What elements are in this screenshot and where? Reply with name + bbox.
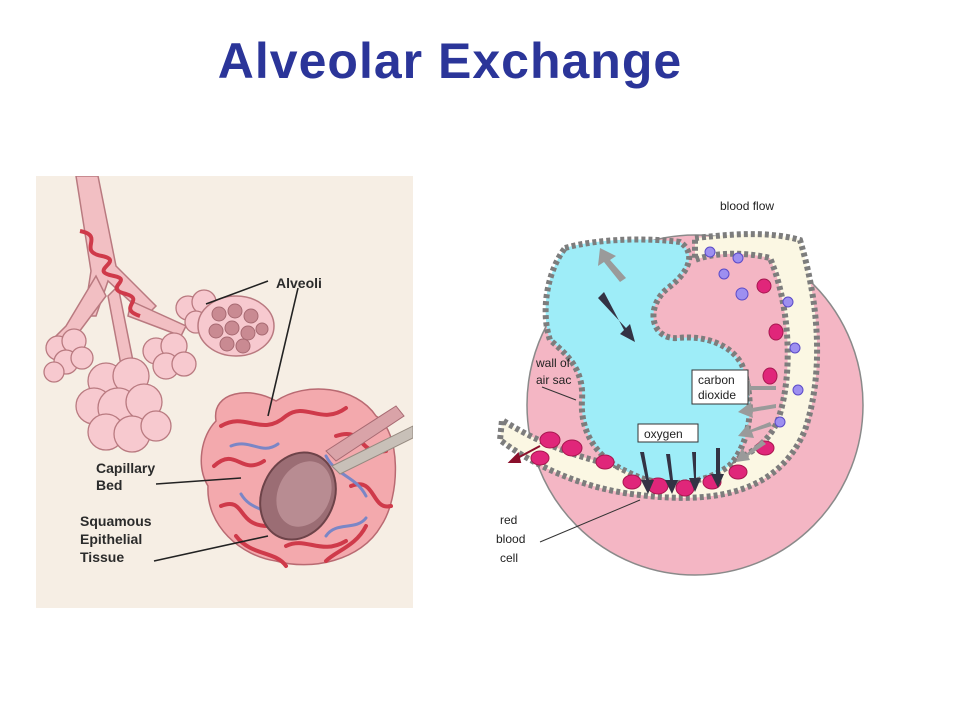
label-squamous-line2: Epithelial <box>80 531 142 547</box>
oxygen-arrows <box>598 292 724 494</box>
label-rbc-line2: blood <box>496 532 525 546</box>
enlarged-alveolus <box>200 388 413 568</box>
label-rbc-line1: red <box>500 513 517 527</box>
carbon-dioxide-box <box>691 369 749 405</box>
label-carbon-line1: carbon <box>698 373 735 387</box>
white-blood-cells <box>704 246 804 428</box>
left-leader-lines <box>153 280 299 562</box>
label-squamous-line1: Squamous <box>80 513 152 529</box>
red-blood-cells <box>530 278 784 497</box>
label-squamous-line3: Tissue <box>80 549 124 565</box>
label-oxygen: oxygen <box>644 427 683 441</box>
label-rbc-line3: cell <box>500 551 518 565</box>
alveoli-cluster-mid <box>142 332 197 380</box>
gas-exchange-diagram: blood flow wall of air sac carbon dioxid… <box>496 199 864 576</box>
alveoli-anatomy-illustration: Alveoli Capillary Bed Squamous Epithelia… <box>36 176 413 608</box>
alveoli-cluster-left <box>43 328 94 383</box>
outflow-arrow <box>507 445 541 463</box>
label-capillary-bed-line1: Capillary <box>96 460 155 476</box>
label-carbon-line2: dioxide <box>698 388 736 402</box>
label-wall-line2: air sac <box>536 373 571 387</box>
alveoli-cluster-bottom <box>75 357 172 453</box>
label-wall-line1: wall of <box>535 356 571 370</box>
right-leader-lines <box>539 386 641 543</box>
slide-title: Alveolar Exchange <box>217 33 683 89</box>
alveolar-sac-section <box>197 295 275 357</box>
label-alveoli: Alveoli <box>276 275 322 291</box>
capillary-vessel <box>496 231 821 501</box>
label-capillary-bed-line2: Bed <box>96 477 122 493</box>
bronchiole-capillary <box>79 229 141 318</box>
oxygen-box <box>637 423 699 443</box>
label-blood-flow: blood flow <box>720 199 774 213</box>
